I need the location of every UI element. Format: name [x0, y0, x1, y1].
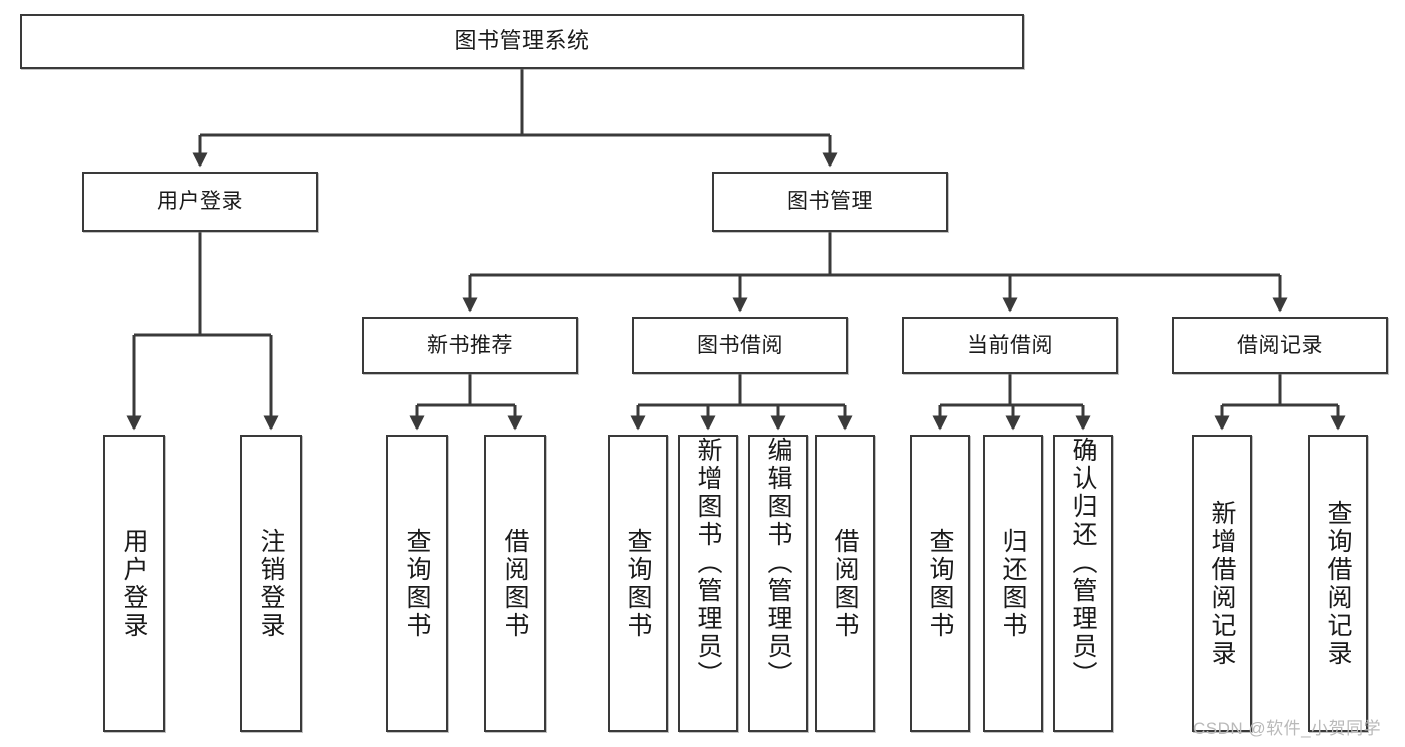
node-book-management[interactable]: 图书管理 — [712, 172, 948, 232]
leaf-user-logout[interactable]: 注销登录 — [240, 435, 302, 732]
leaf-borrow-borrow-books-label: 借阅图书 — [831, 527, 859, 640]
leaf-newbook-borrow-books-label: 借阅图书 — [501, 527, 529, 640]
node-root[interactable]: 图书管理系统 — [20, 14, 1024, 69]
leaf-current-confirm-return-admin[interactable]: 确认归还（管理员） — [1053, 435, 1113, 732]
leaf-current-confirm-return-admin-label: 确认归还（管理员） — [1069, 437, 1097, 689]
node-borrow-record[interactable]: 借阅记录 — [1172, 317, 1388, 374]
leaf-user-login-label: 用户登录 — [120, 527, 148, 640]
leaf-borrow-edit-book-admin-label: 编辑图书（管理员） — [764, 437, 792, 689]
leaf-borrow-borrow-books[interactable]: 借阅图书 — [815, 435, 875, 732]
node-new-book-recommend[interactable]: 新书推荐 — [362, 317, 578, 374]
leaf-borrow-add-book-admin[interactable]: 新增图书（管理员） — [678, 435, 738, 732]
leaf-current-return-books-label: 归还图书 — [999, 527, 1027, 640]
leaf-borrow-query-books-label: 查询图书 — [624, 527, 652, 640]
csdn-watermark: CSDN @软件_小贺同学 — [1193, 719, 1382, 738]
leaf-current-query-books-label: 查询图书 — [926, 527, 954, 640]
leaf-user-login[interactable]: 用户登录 — [103, 435, 165, 732]
leaf-record-query-record-label: 查询借阅记录 — [1324, 499, 1352, 668]
leaf-newbook-borrow-books[interactable]: 借阅图书 — [484, 435, 546, 732]
leaf-newbook-query-books-label: 查询图书 — [403, 527, 431, 640]
node-book-borrow[interactable]: 图书借阅 — [632, 317, 848, 374]
node-borrow-record-label: 借阅记录 — [1237, 333, 1323, 357]
leaf-newbook-query-books[interactable]: 查询图书 — [386, 435, 448, 732]
node-book-management-label: 图书管理 — [787, 190, 873, 214]
leaf-borrow-query-books[interactable]: 查询图书 — [608, 435, 668, 732]
node-current-borrow[interactable]: 当前借阅 — [902, 317, 1118, 374]
leaf-current-query-books[interactable]: 查询图书 — [910, 435, 970, 732]
leaf-record-add-record-label: 新增借阅记录 — [1208, 499, 1236, 668]
leaf-borrow-edit-book-admin[interactable]: 编辑图书（管理员） — [748, 435, 808, 732]
leaf-user-logout-label: 注销登录 — [257, 527, 285, 640]
node-user-login[interactable]: 用户登录 — [82, 172, 318, 232]
leaf-record-add-record[interactable]: 新增借阅记录 — [1192, 435, 1252, 732]
node-book-borrow-label: 图书借阅 — [697, 333, 783, 357]
node-new-book-recommend-label: 新书推荐 — [427, 333, 513, 357]
node-current-borrow-label: 当前借阅 — [967, 333, 1053, 357]
node-root-label: 图书管理系统 — [454, 28, 590, 54]
node-user-login-label: 用户登录 — [157, 190, 243, 214]
leaf-record-query-record[interactable]: 查询借阅记录 — [1308, 435, 1368, 732]
leaf-current-return-books[interactable]: 归还图书 — [983, 435, 1043, 732]
leaf-borrow-add-book-admin-label: 新增图书（管理员） — [694, 437, 722, 689]
